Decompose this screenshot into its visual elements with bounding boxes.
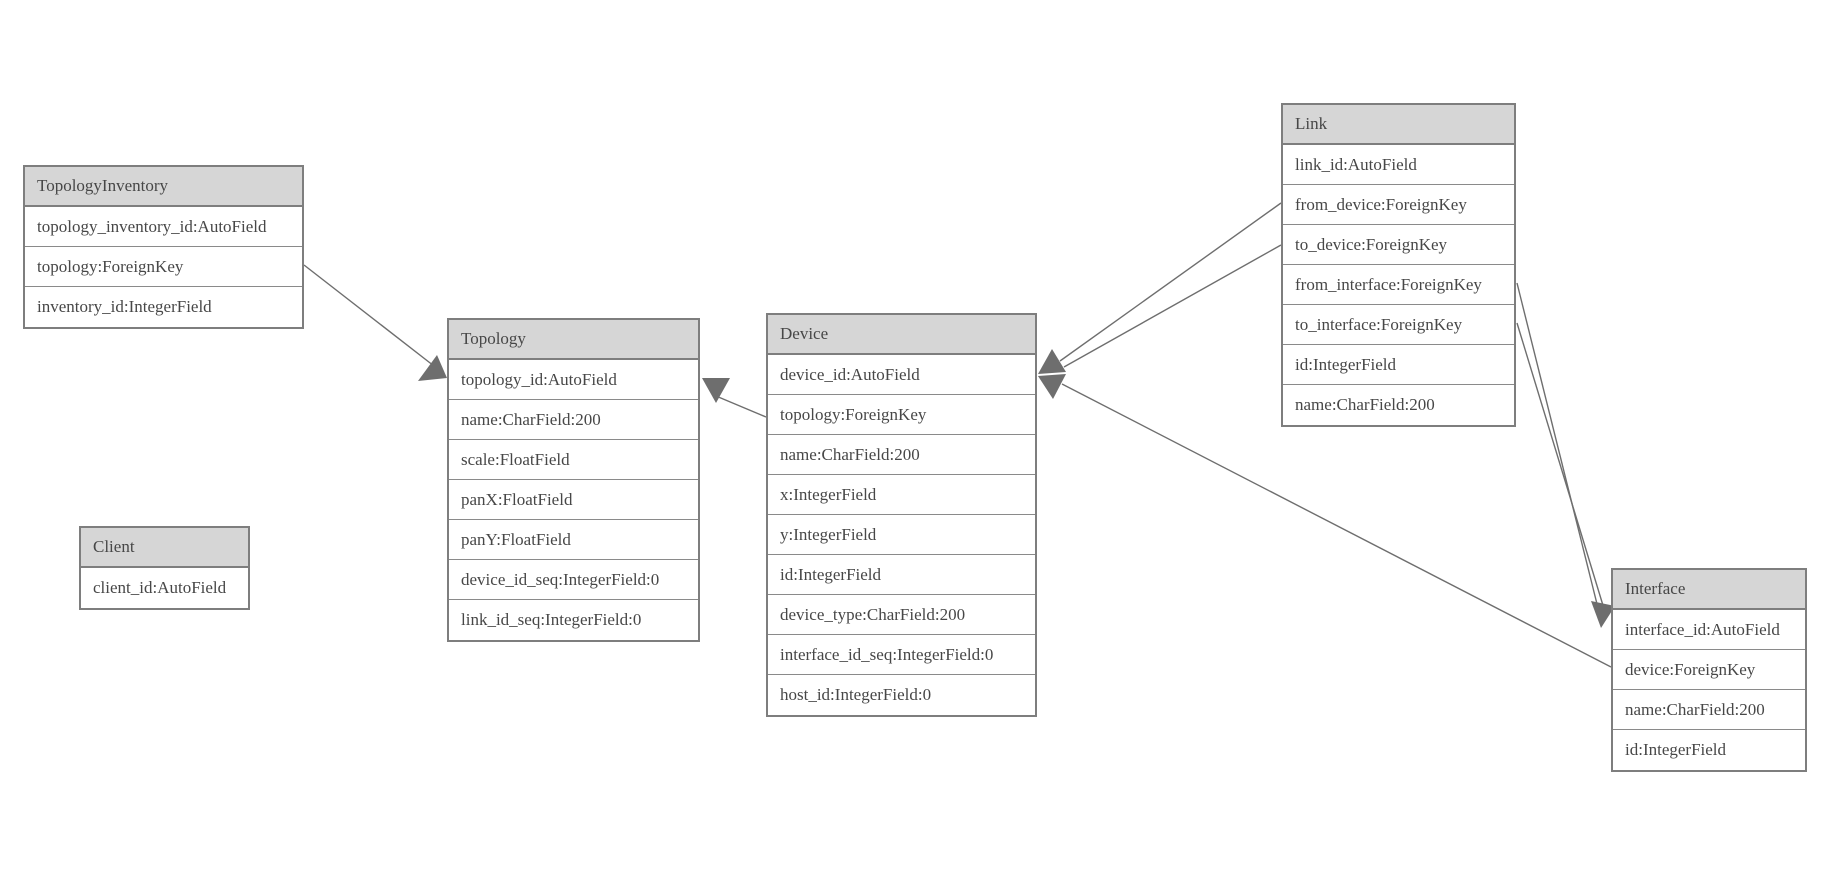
- entity-client[interactable]: Client client_id:AutoField: [79, 526, 250, 610]
- entity-field: topology:ForeignKey: [25, 247, 302, 287]
- entity-field: link_id:AutoField: [1283, 145, 1514, 185]
- entity-field: panX:FloatField: [449, 480, 698, 520]
- entity-field: device_id_seq:IntegerField:0: [449, 560, 698, 600]
- arrowhead-interface: [1591, 601, 1615, 628]
- entity-field: interface_id:AutoField: [1613, 610, 1805, 650]
- arrowhead-topology-left: [418, 355, 447, 381]
- edge-link-frominterface-interface: [1516, 282, 1599, 609]
- entity-title: Link: [1283, 105, 1514, 145]
- edge-link-tointerface-interface: [1516, 322, 1606, 613]
- entity-field: to_device:ForeignKey: [1283, 225, 1514, 265]
- edge-device-topology: [715, 395, 767, 418]
- entity-field: panY:FloatField: [449, 520, 698, 560]
- arrowhead-topology-right: [702, 378, 730, 403]
- entity-field: topology_inventory_id:AutoField: [25, 207, 302, 247]
- entity-field: device_id:AutoField: [768, 355, 1035, 395]
- entity-field: link_id_seq:IntegerField:0: [449, 600, 698, 640]
- entity-field: topology_id:AutoField: [449, 360, 698, 400]
- arrowhead-device-lower: [1038, 374, 1066, 399]
- entity-field: name:CharField:200: [768, 435, 1035, 475]
- entity-title: Topology: [449, 320, 698, 360]
- edge-link-fromdevice-device: [1059, 202, 1282, 362]
- entity-title: Interface: [1613, 570, 1805, 610]
- entity-field: name:CharField:200: [1283, 385, 1514, 425]
- entity-field: from_interface:ForeignKey: [1283, 265, 1514, 305]
- entity-field: interface_id_seq:IntegerField:0: [768, 635, 1035, 675]
- edge-topologyinventory-topology: [303, 264, 435, 367]
- entity-field: id:IntegerField: [768, 555, 1035, 595]
- entity-field: name:CharField:200: [1613, 690, 1805, 730]
- entity-field: x:IntegerField: [768, 475, 1035, 515]
- entity-field: to_interface:ForeignKey: [1283, 305, 1514, 345]
- entity-field: id:IntegerField: [1283, 345, 1514, 385]
- entity-field: from_device:ForeignKey: [1283, 185, 1514, 225]
- entity-device[interactable]: Device device_id:AutoField topology:Fore…: [766, 313, 1037, 717]
- entity-field: topology:ForeignKey: [768, 395, 1035, 435]
- entity-field: y:IntegerField: [768, 515, 1035, 555]
- entity-field: scale:FloatField: [449, 440, 698, 480]
- entity-interface[interactable]: Interface interface_id:AutoField device:…: [1611, 568, 1807, 772]
- entity-topologyinventory[interactable]: TopologyInventory topology_inventory_id:…: [23, 165, 304, 329]
- entity-topology[interactable]: Topology topology_id:AutoField name:Char…: [447, 318, 700, 642]
- entity-field: device_type:CharField:200: [768, 595, 1035, 635]
- entity-field: client_id:AutoField: [81, 568, 248, 608]
- arrowhead-device-upper: [1038, 349, 1066, 374]
- entity-field: host_id:IntegerField:0: [768, 675, 1035, 715]
- entity-field: id:IntegerField: [1613, 730, 1805, 770]
- entity-field: device:ForeignKey: [1613, 650, 1805, 690]
- entity-link[interactable]: Link link_id:AutoField from_device:Forei…: [1281, 103, 1516, 427]
- entity-title: TopologyInventory: [25, 167, 302, 207]
- entity-field: inventory_id:IntegerField: [25, 287, 302, 327]
- entity-field: name:CharField:200: [449, 400, 698, 440]
- edge-link-todevice-device: [1063, 244, 1282, 368]
- entity-title: Client: [81, 528, 248, 568]
- edge-interface-device: [1061, 383, 1612, 668]
- entity-title: Device: [768, 315, 1035, 355]
